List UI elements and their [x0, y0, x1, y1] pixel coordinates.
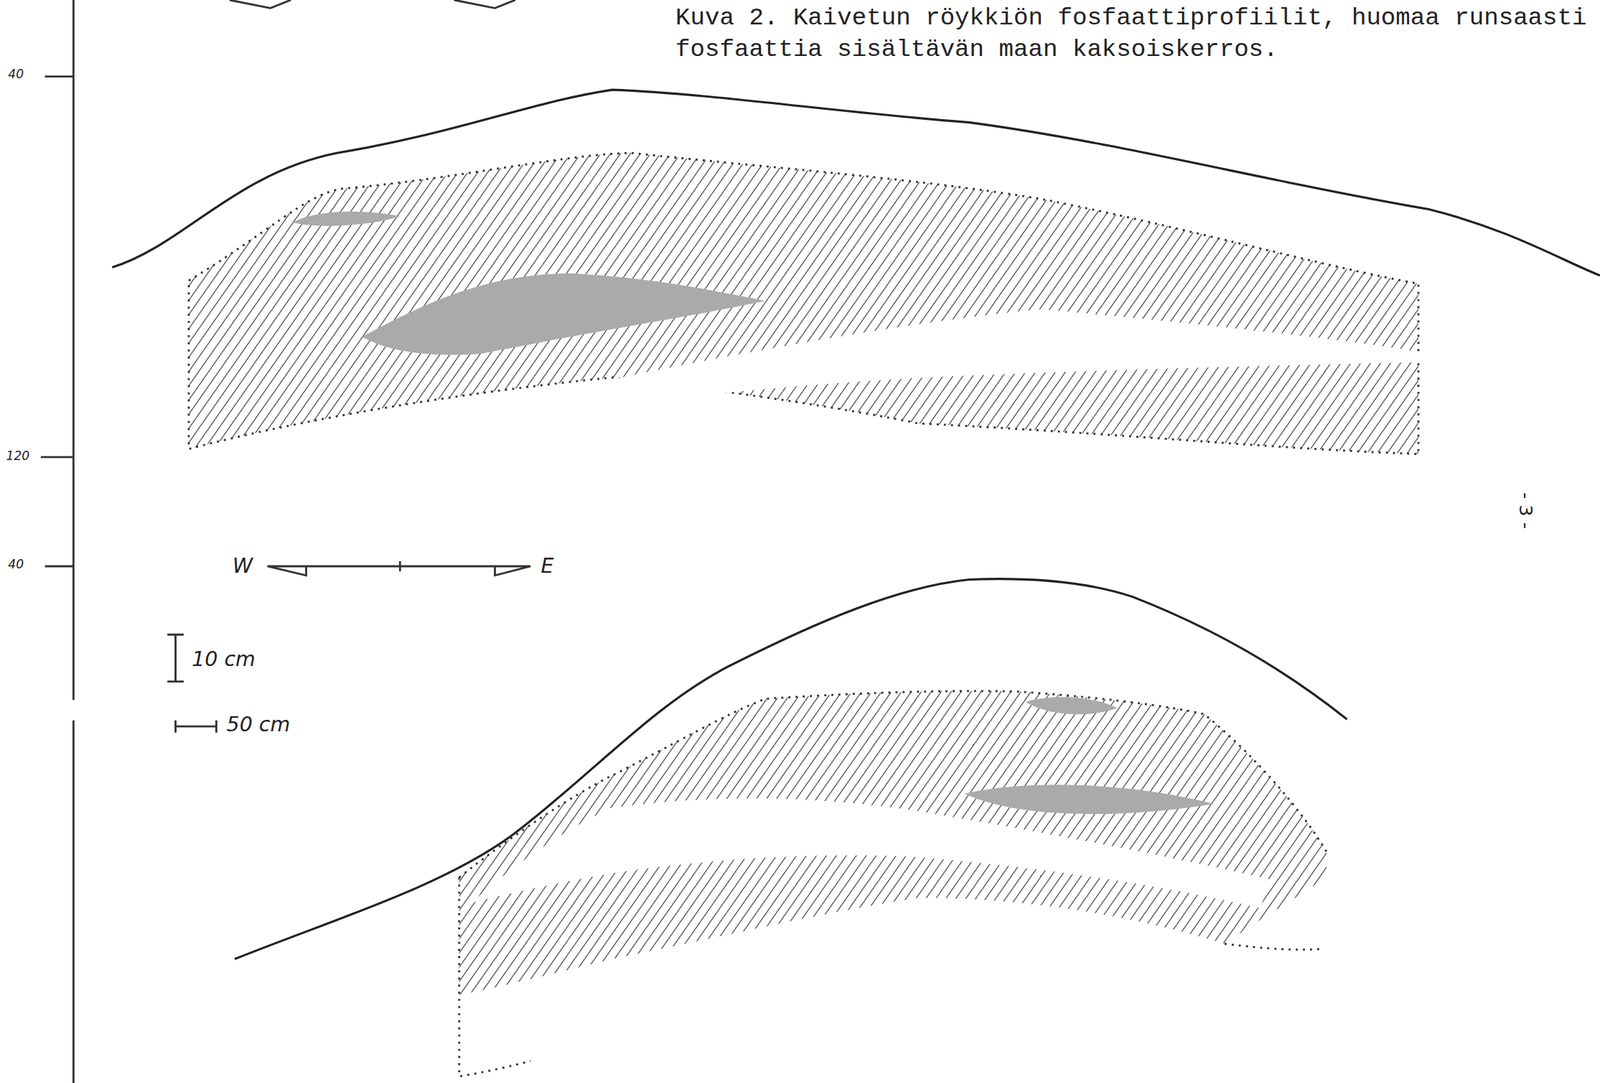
figure-caption: Kuva 2. Kaivetun röykkiön fosfaattiprofi…: [675, 2, 1600, 66]
scale-label: 50 cm: [226, 712, 291, 737]
page-number: - 3 -: [1516, 492, 1538, 530]
direction-label: W: [232, 553, 253, 578]
axis-label: 40: [7, 557, 24, 572]
lower-profile: [234, 579, 1348, 1077]
axis-line: [72, 720, 75, 1083]
scale-bars: [167, 561, 531, 733]
upper-profile: [111, 89, 1600, 455]
axis-line: [72, 0, 75, 700]
scale-label: 10 cm: [191, 646, 256, 672]
direction-label: E: [540, 553, 554, 578]
axis-label: 40: [7, 67, 24, 82]
axis-label: 120: [6, 449, 31, 464]
